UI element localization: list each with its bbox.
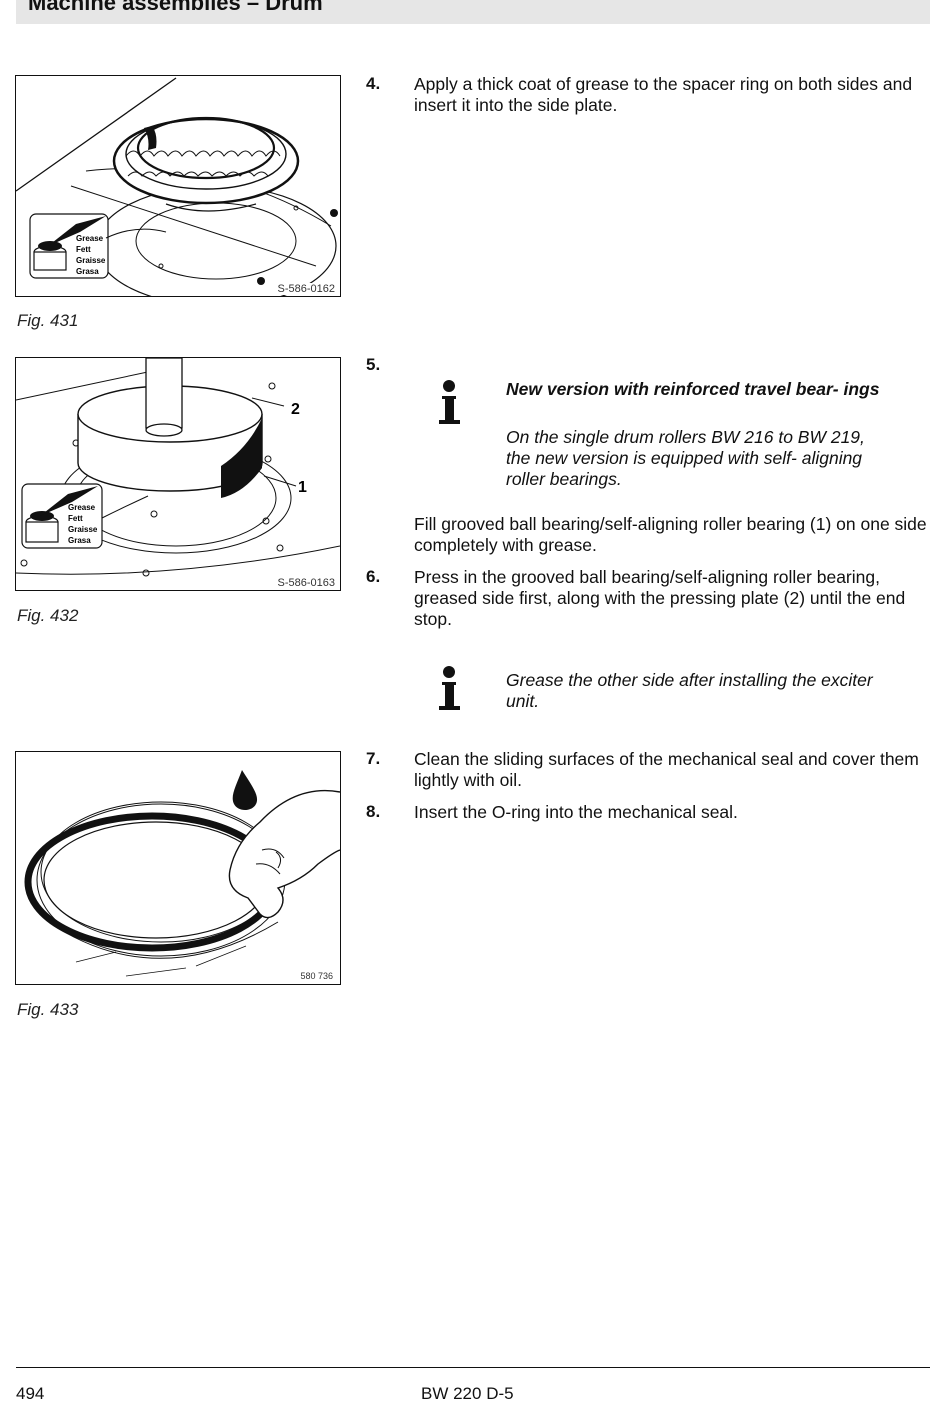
step-text: Apply a thick coat of grease to the spac… [414, 74, 913, 115]
figure-caption: Fig. 432 [17, 606, 79, 625]
figure-caption: Fig. 433 [17, 1000, 79, 1019]
step-number: 7. [366, 749, 381, 768]
header-bar: Machine assemblies – Drum [16, 0, 930, 24]
step-text: Clean the sliding surfaces of the mechan… [414, 749, 919, 790]
grease-label-2: Fett [68, 514, 83, 523]
step-number: 6. [366, 567, 381, 586]
step-text: Press in the grooved ball bearing/self-a… [414, 567, 906, 629]
footer-divider [16, 1367, 930, 1368]
grease-label-1: Grease [68, 503, 96, 512]
grease-label-3: Graisse [68, 525, 98, 534]
figure-code: S-586-0162 [276, 283, 336, 295]
figure-433-image: 580 736 [15, 751, 341, 985]
figure-code: 580 736 [299, 971, 334, 981]
grease-label-4: Grasa [76, 267, 99, 276]
page-title: Machine assemblies – Drum [28, 0, 323, 15]
step-text: Fill grooved ball bearing/self-aligning … [414, 514, 927, 555]
figure-caption: Fig. 431 [17, 311, 79, 330]
document-model: BW 220 D-5 [421, 1384, 514, 1403]
note-text: Grease the other side after installing t… [506, 670, 873, 711]
step-number: 5. [366, 355, 381, 374]
callout-2: 2 [291, 401, 300, 418]
note-text: On the single drum rollers BW 216 to BW … [506, 427, 865, 489]
page-number: 494 [16, 1384, 45, 1403]
grease-label-4: Grasa [68, 536, 91, 545]
grease-label-3: Graisse [76, 256, 106, 265]
grease-label-2: Fett [76, 245, 91, 254]
figure-432-image: 2 1 Grease Fett Graisse Grasa S-586-0163 [15, 357, 341, 591]
info-icon [436, 666, 462, 717]
info-icon [436, 380, 462, 431]
step-number: 4. [366, 74, 381, 93]
note-title: New version with reinforced travel bear-… [506, 379, 880, 399]
grease-label-1: Grease [76, 234, 104, 243]
figure-431-image: Grease Fett Graisse Grasa S-586-0162 [15, 75, 341, 297]
step-text: Insert the O-ring into the mechanical se… [414, 802, 738, 822]
figure-code: S-586-0163 [276, 577, 336, 589]
step-number: 8. [366, 802, 381, 821]
callout-1: 1 [298, 479, 307, 496]
